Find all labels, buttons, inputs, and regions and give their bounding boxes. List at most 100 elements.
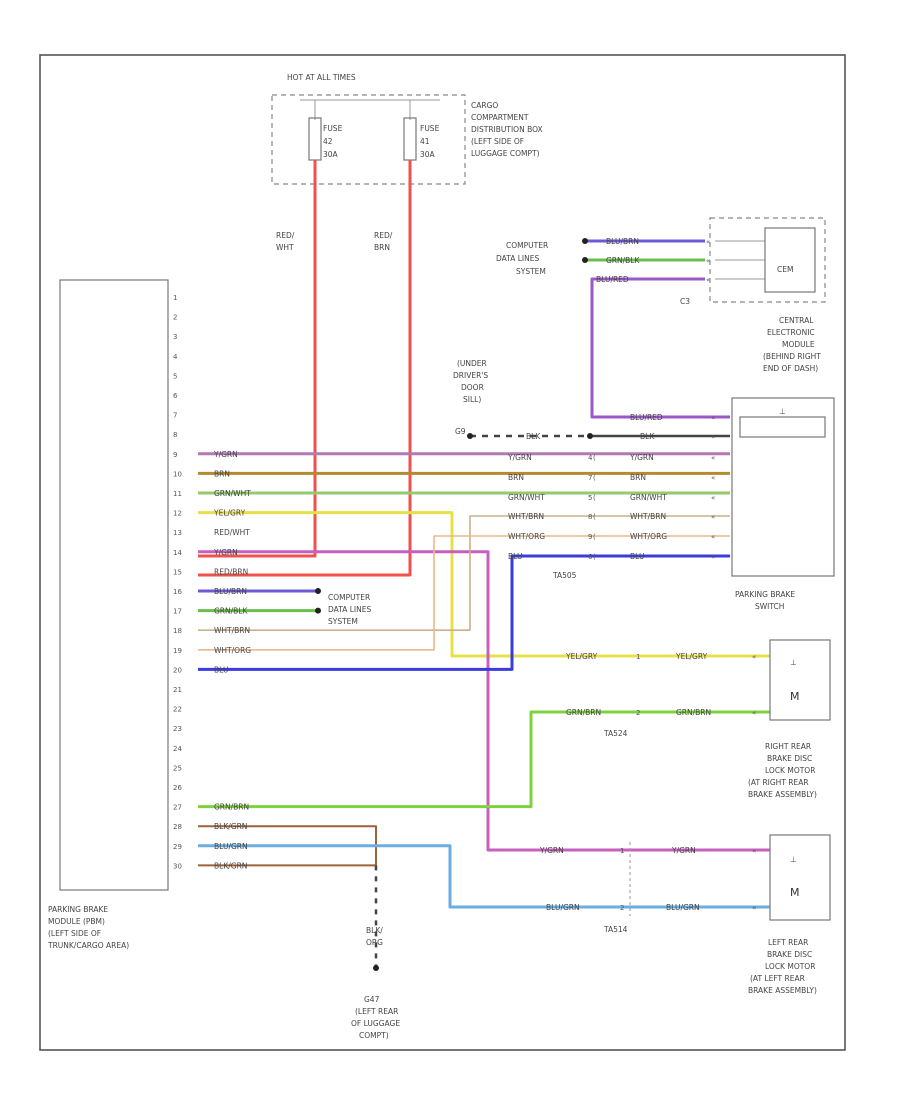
door-sill-4: SILL) xyxy=(463,395,481,404)
pbm-wire-label-17: GRN/BLK xyxy=(214,607,248,616)
cem-description: CENTRAL ELECTRONIC MODULE (BEHIND RIGHT … xyxy=(763,316,821,373)
g47-desc-1: (LEFT REAR xyxy=(355,1007,398,1016)
door-sill-1: (UNDER xyxy=(457,359,487,368)
fuse-42-text-1: FUSE xyxy=(323,124,343,133)
pbm-pin-7: 7 xyxy=(173,412,177,420)
right-rear-motor-box xyxy=(769,639,831,721)
pbm-pin-25: 25 xyxy=(173,764,182,772)
right-motor-connector-id: TA524 xyxy=(603,729,628,738)
switch-connector-id: TA505 xyxy=(552,571,577,580)
switch-connector-tick-2: « xyxy=(711,494,715,502)
pbm-pin-12: 12 xyxy=(173,510,182,518)
fuse-42-symbol xyxy=(308,117,322,161)
pbm-desc-1: PARKING BRAKE xyxy=(48,905,108,914)
fuse-41-symbol xyxy=(403,117,417,161)
rr-wire-label-out-2: GRN/BRN xyxy=(676,708,711,717)
wire-pbm-29 xyxy=(198,844,770,909)
switch-connector-tick-5: « xyxy=(711,553,715,561)
left-motor-symbol: M xyxy=(790,886,800,899)
switch-wire-label-in-5: BLU xyxy=(508,552,522,561)
cem-desc-1: CENTRAL xyxy=(779,316,814,325)
lr-desc-2: BRAKE DISC xyxy=(767,950,812,959)
switch-inline-pin-5: 6 xyxy=(588,553,593,561)
cem-wire-label-1: BLU/BRN xyxy=(606,237,639,246)
switch-inline-marker-5: ( xyxy=(593,553,596,561)
lr-desc-5: BRAKE ASSEMBLY) xyxy=(748,986,817,995)
diagram-frame xyxy=(39,54,846,1051)
pbm-pin-22: 22 xyxy=(173,706,182,714)
wire-label-layer: Y/GRNBRNGRN/WHTYEL/GRYRED/WHTY/GRNRED/BR… xyxy=(213,237,756,912)
switch-inline-pin-2: 5 xyxy=(588,494,592,502)
left-motor-description: LEFT REAR BRAKE DISC LOCK MOTOR (AT LEFT… xyxy=(748,938,817,995)
lr-wire-label-in-1: Y/GRN xyxy=(539,846,564,855)
wire-pbm-14 xyxy=(198,550,770,852)
parking-brake-module-box xyxy=(59,279,169,891)
switch-inline-pin-0: 4 xyxy=(588,454,593,462)
ground-g47-id: G47 xyxy=(364,995,380,1004)
lr-desc-4: (AT LEFT REAR xyxy=(750,974,805,983)
pbm-pin-4: 4 xyxy=(173,353,178,361)
supply-wire-2-label-1: RED/ xyxy=(374,231,393,240)
cem-desc-4: (BEHIND RIGHT xyxy=(763,352,821,361)
lr-inline-pin-2: 2 xyxy=(620,904,624,912)
parking-brake-switch-contact xyxy=(739,416,826,438)
switch-wire-label-out-2: GRN/WHT xyxy=(630,493,667,502)
computer-data-lines-left-label: COMPUTER DATA LINES SYSTEM xyxy=(328,593,371,626)
cem-tick-2: « xyxy=(706,276,710,284)
switch-connector-tick-1: « xyxy=(711,474,715,482)
switch-inline-marker-3: ( xyxy=(593,513,596,521)
fuse-box-text-5: LUGGAGE COMPT) xyxy=(471,149,540,158)
fuse-42-text-3: 30A xyxy=(323,150,339,159)
pbm-pin-21: 21 xyxy=(173,686,182,694)
lr-tick-1: « xyxy=(752,847,756,855)
hot-at-all-times-label: HOT AT ALL TIMES xyxy=(287,73,356,82)
cem-body xyxy=(764,227,816,293)
cem-wire-label-3: BLU/RED xyxy=(596,275,629,284)
switch-inline-marker-1: ( xyxy=(593,474,596,482)
lr-tick-2: « xyxy=(752,904,756,912)
pbm-wire-label-29: BLU/GRN xyxy=(214,842,248,851)
fuse-box-text-2: COMPARTMENT xyxy=(471,113,529,122)
pbm-wire-label-9: Y/GRN xyxy=(213,450,238,459)
rr-wire-label-in-1: YEL/GRY xyxy=(565,652,598,661)
rr-tick-1: « xyxy=(752,653,756,661)
cem-data-dot-1 xyxy=(582,238,588,244)
wire-layer xyxy=(198,160,770,971)
switch-wire-label-out-1: BRN xyxy=(630,473,646,482)
computer-data-dot-2 xyxy=(315,607,321,614)
cem-desc-3: MODULE xyxy=(782,340,815,349)
switch-wire-label-in-3: WHT/BRN xyxy=(508,512,544,521)
pbm-pin-29: 29 xyxy=(173,843,182,851)
switch-inline-pin-1: 7 xyxy=(588,474,592,482)
fuse-41-label: FUSE 41 30A xyxy=(420,124,440,159)
pbm-pin-15: 15 xyxy=(173,568,182,576)
rr-desc-5: BRAKE ASSEMBLY) xyxy=(748,790,817,799)
pbm-wire-label-14: Y/GRN xyxy=(213,548,238,557)
rr-desc-4: (AT RIGHT REAR xyxy=(748,778,809,787)
lr-desc-1: LEFT REAR xyxy=(768,938,808,947)
left-motor-connector-id: TA514 xyxy=(603,925,628,934)
fuse-42-label: FUSE 42 30A xyxy=(323,124,343,159)
pbm-wire-label-16: BLU/BRN xyxy=(214,587,247,596)
supply-wire-2-label-2: BRN xyxy=(374,243,390,252)
fuse-box-text-3: DISTRIBUTION BOX xyxy=(471,125,543,134)
fuse-box-text-4: (LEFT SIDE OF xyxy=(471,137,524,146)
cdl-left-2: DATA LINES xyxy=(328,605,371,614)
pbm-pin-8: 8 xyxy=(173,431,177,439)
fuse-42-text-2: 42 xyxy=(323,137,333,146)
pbm-pin-28: 28 xyxy=(173,823,182,831)
pbm-description: PARKING BRAKE MODULE (PBM) (LEFT SIDE OF… xyxy=(47,905,129,950)
switch-inline-marker-4: ( xyxy=(593,533,596,541)
pbm-desc-4: TRUNK/CARGO AREA) xyxy=(47,941,129,950)
cem-data-dot-2 xyxy=(582,257,588,263)
fuse-41-text-2: 41 xyxy=(420,137,430,146)
left-rear-motor-box xyxy=(769,834,831,921)
switch-tick-blu-red: « xyxy=(711,414,715,422)
cem-outline xyxy=(709,217,826,303)
wire-pbm-20 xyxy=(198,554,730,671)
lr-wire-label-out-1: Y/GRN xyxy=(671,846,696,855)
switch-wire-label-out-3: WHT/BRN xyxy=(630,512,666,521)
switch-connector-tick-0: « xyxy=(711,454,715,462)
switch-inline-pin-4: 9 xyxy=(588,533,592,541)
